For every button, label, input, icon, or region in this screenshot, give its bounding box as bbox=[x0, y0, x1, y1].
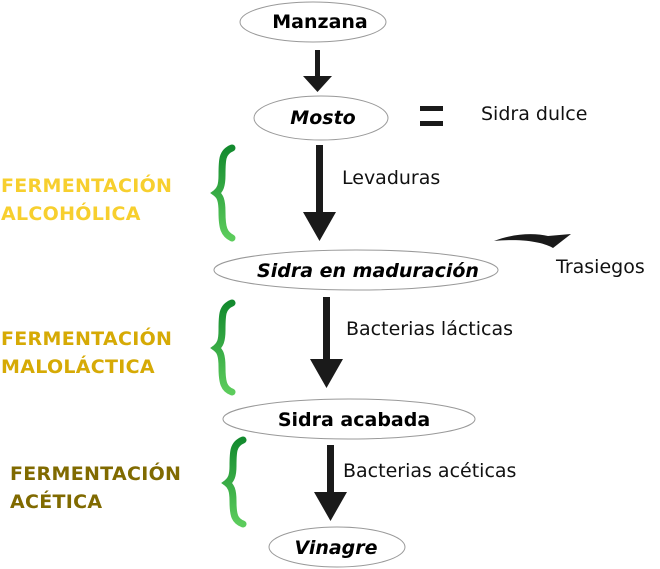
node-vinagre: Vinagre bbox=[294, 537, 378, 559]
fermentation-type: MALOLÁCTICA bbox=[1, 356, 155, 378]
equals-bar-top bbox=[420, 106, 443, 111]
node-ellipse-manzana bbox=[239, 1, 387, 43]
fermentation-title: FERMENTACIÓN bbox=[1, 175, 173, 197]
brace-icon-alcoholica bbox=[210, 144, 236, 242]
trasiegos-curved-arrow bbox=[494, 234, 571, 248]
node-mosto: Mosto bbox=[290, 107, 356, 129]
label-bacterias-lacticas: Bacterias lácticas bbox=[346, 318, 514, 340]
fermentation-title: FERMENTACIÓN bbox=[10, 463, 182, 485]
label-sidra-dulce: Sidra dulce bbox=[481, 103, 588, 125]
arrow-acabada-vinagre bbox=[314, 445, 347, 521]
equals-bar-bottom bbox=[420, 121, 443, 126]
arrow-maduracion-acabada bbox=[310, 297, 343, 388]
brace-icon-acetica bbox=[221, 436, 247, 528]
fermentation-alcoholica: FERMENTACIÓN ALCOHÓLICA bbox=[1, 172, 172, 228]
node-sidra-acabada: Sidra acabada bbox=[277, 409, 431, 431]
fermentation-title: FERMENTACIÓN bbox=[1, 328, 173, 350]
label-bacterias-aceticas: Bacterias acéticas bbox=[343, 460, 517, 482]
fermentation-malolactica: FERMENTACIÓN MALOLÁCTICA bbox=[1, 325, 172, 381]
fermentation-type: ALCOHÓLICA bbox=[1, 203, 141, 225]
fermentation-acetica: FERMENTACIÓN ACÉTICA bbox=[10, 460, 181, 516]
fermentation-type: ACÉTICA bbox=[10, 491, 103, 513]
brace-icon-malolactica bbox=[210, 299, 236, 396]
label-levaduras: Levaduras bbox=[342, 167, 441, 189]
node-ellipse-vinagre bbox=[268, 526, 406, 568]
node-ellipse-sidra-maduracion bbox=[213, 249, 499, 291]
node-ellipse-mosto bbox=[253, 95, 389, 141]
arrow-manzana-mosto bbox=[303, 50, 332, 92]
arrow-mosto-maduracion bbox=[303, 145, 336, 241]
node-ellipse-sidra-acabada bbox=[222, 398, 476, 440]
node-manzana: Manzana bbox=[272, 11, 368, 33]
node-sidra-maduracion: Sidra en maduración bbox=[257, 260, 479, 282]
label-trasiegos: Trasiegos bbox=[556, 256, 645, 278]
